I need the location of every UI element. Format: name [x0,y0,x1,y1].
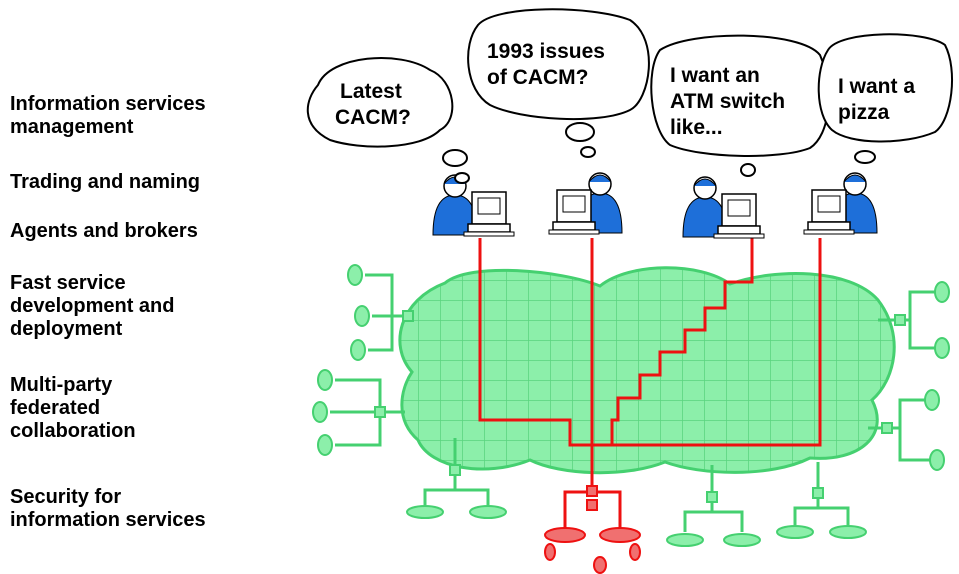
person-at-computer-icon [803,172,878,235]
bubble-4-line-2: pizza [838,101,890,124]
network-node-icon [312,264,950,547]
red-network-node-icon [544,485,641,574]
bubble-3-line-2: ATM switch [670,90,785,113]
person-at-computer-icon [548,172,623,235]
thought-bubble-2: 1993 issues of CACM? [467,8,650,158]
thought-bubble-4: I want a pizza [817,33,953,164]
thought-bubble-1: Latest CACM? [306,57,470,184]
thought-bubble-3: I want an ATM switch like... [650,34,830,177]
topic-fast-service-development: Fast service development and deployment [10,272,175,340]
bubble-3-line-1: I want an [670,64,760,87]
bubble-2-line-2: of CACM? [487,66,588,89]
topic-trading-and-naming: Trading and naming [10,171,201,193]
highlighted-connection-path [478,238,822,528]
bubble-4-line-1: I want a [838,75,915,98]
topic-multi-party-collaboration: Multi-party federated collaboration [10,374,136,442]
users [432,172,878,239]
bubble-1-line-2: CACM? [335,106,411,129]
bubble-2-line-1: 1993 issues [487,40,605,63]
topic-information-services-management: Information services management [10,93,206,138]
person-at-computer-icon [432,174,515,237]
person-at-computer-icon [682,176,765,239]
topic-security-for-information-services: Security for information services [10,486,206,531]
bubble-1-line-1: Latest [340,80,402,103]
topic-agents-and-brokers: Agents and brokers [10,220,198,242]
bubble-3-line-3: like... [670,116,723,139]
